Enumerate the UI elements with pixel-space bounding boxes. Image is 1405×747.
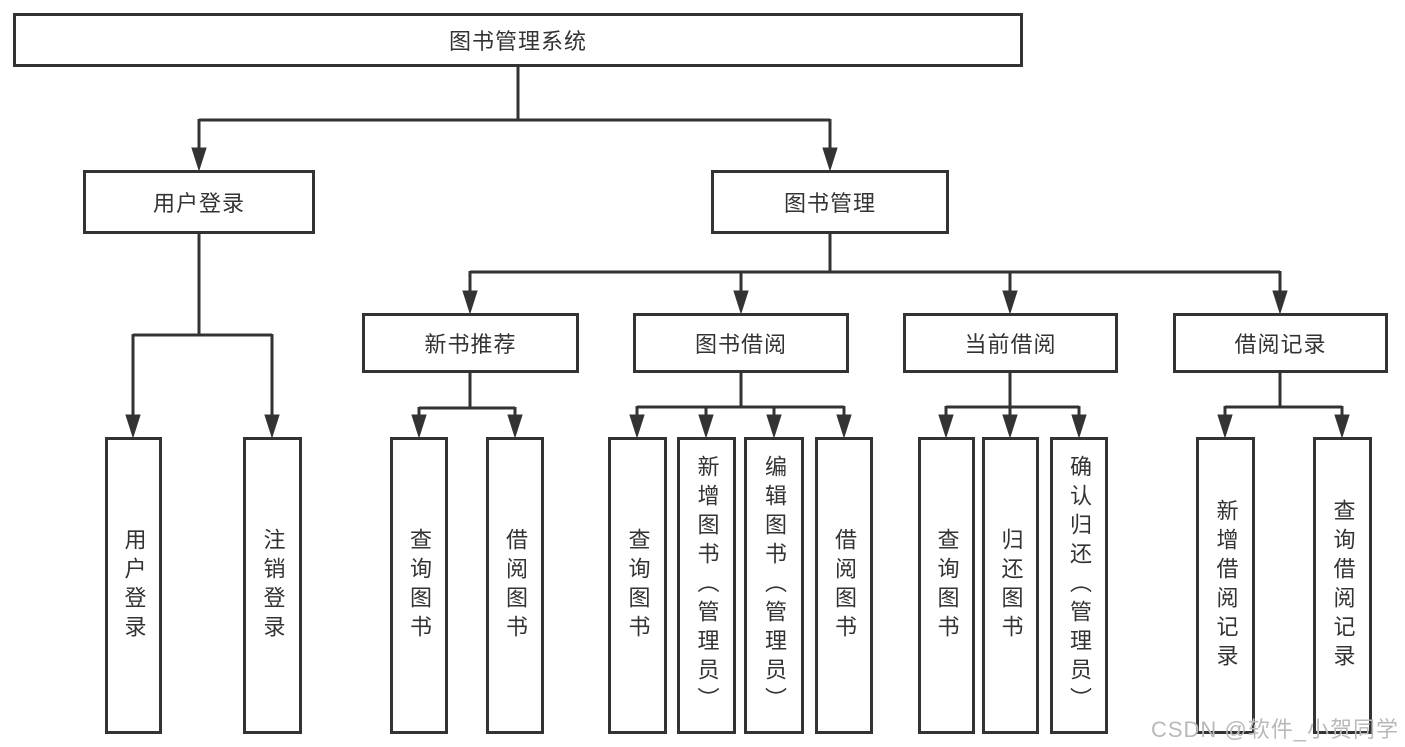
node-current-borrowing: 当前借阅 <box>903 313 1118 373</box>
node-label: 用户登录 <box>152 191 245 216</box>
leaf-query-borrow-record: 查询借阅记录 <box>1313 437 1372 734</box>
node-book-borrowing: 图书借阅 <box>633 313 849 373</box>
leaf-add-books-admin: 新增图书（管理员） <box>677 437 736 734</box>
leaf-confirm-return-admin: 确认归还（管理员） <box>1050 437 1108 734</box>
node-label: 借阅记录 <box>1234 332 1327 357</box>
node-label: 图书管理 <box>783 191 876 216</box>
leaf-label: 注销登录 <box>260 527 286 644</box>
leaf-label: 查询图书 <box>934 527 960 644</box>
leaf-query-books-recommend: 查询图书 <box>390 437 448 734</box>
leaf-label: 新增借阅记录 <box>1213 498 1239 673</box>
leaf-edit-books-admin: 编辑图书（管理员） <box>744 437 804 734</box>
node-user-login: 用户登录 <box>83 170 315 234</box>
node-label: 当前借阅 <box>964 332 1057 357</box>
leaf-label: 借阅图书 <box>832 527 857 644</box>
leaf-query-books-current: 查询图书 <box>918 437 975 734</box>
leaf-label: 编辑图书（管理员） <box>762 455 787 716</box>
leaf-query-books-borrowing: 查询图书 <box>608 437 667 734</box>
leaf-add-borrow-record: 新增借阅记录 <box>1196 437 1255 734</box>
leaf-label: 归还图书 <box>998 527 1024 644</box>
csdn-watermark: CSDN @软件_小贺同学 <box>1150 717 1399 742</box>
node-label: 新书推荐 <box>424 332 517 357</box>
node-new-book-recommendation: 新书推荐 <box>362 313 579 373</box>
leaf-borrow-books-recommend: 借阅图书 <box>486 437 544 734</box>
node-book-management: 图书管理 <box>711 170 949 234</box>
leaf-label: 查询借阅记录 <box>1330 498 1356 673</box>
leaf-label: 确认归还（管理员） <box>1067 455 1092 716</box>
leaf-borrow-books: 借阅图书 <box>815 437 873 734</box>
node-label: 图书管理系统 <box>448 29 587 54</box>
node-borrowing-records: 借阅记录 <box>1173 313 1388 373</box>
node-label: 图书借阅 <box>694 332 787 357</box>
leaf-return-books: 归还图书 <box>982 437 1039 734</box>
leaf-label: 查询图书 <box>625 527 651 644</box>
leaf-label: 查询图书 <box>407 527 432 644</box>
leaf-user-login: 用户登录 <box>105 437 162 734</box>
leaf-label: 借阅图书 <box>503 527 528 644</box>
leaf-label: 新增图书（管理员） <box>694 455 720 716</box>
node-library-management-system: 图书管理系统 <box>13 13 1023 67</box>
leaf-label: 用户登录 <box>121 527 147 644</box>
leaf-logout: 注销登录 <box>243 437 302 734</box>
